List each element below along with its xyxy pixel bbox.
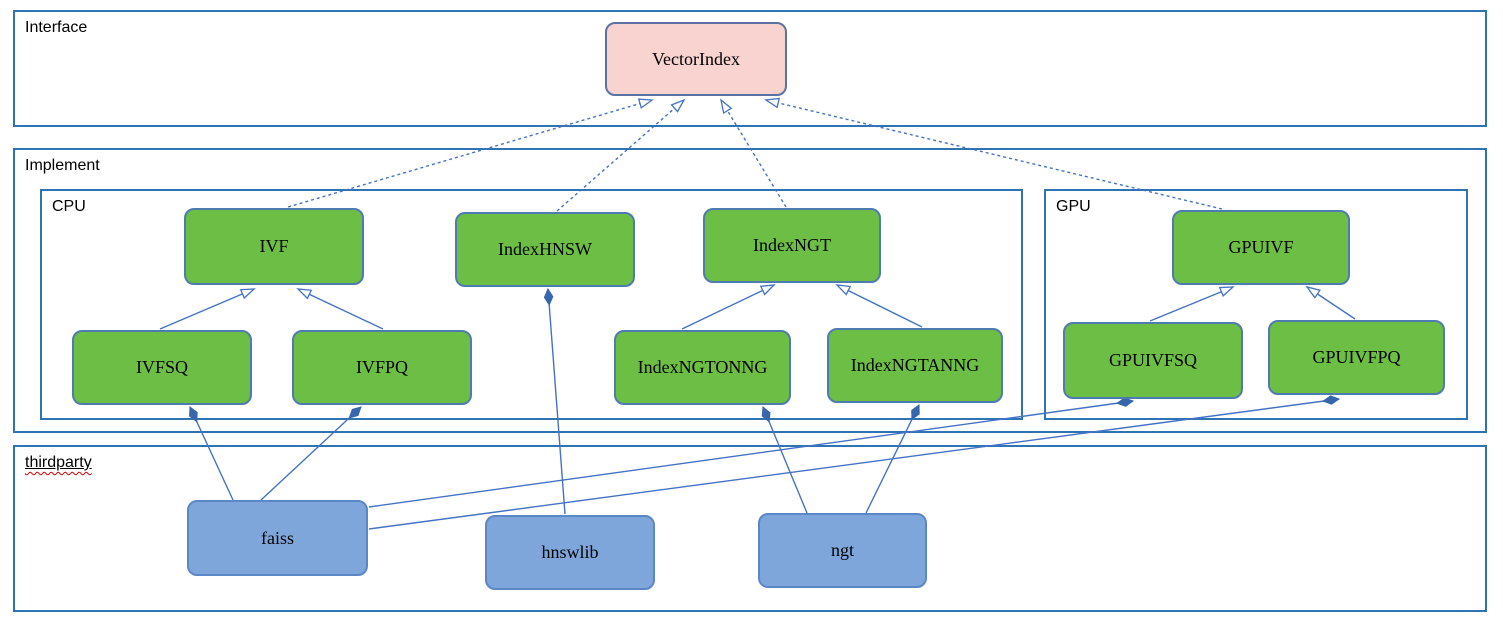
edge-ivfsq-to-ivf bbox=[159, 288, 256, 330]
container-thirdparty-label: thirdparty bbox=[25, 454, 92, 472]
edge-indexngtanng-to-indexngt bbox=[835, 284, 923, 328]
edge-gpuivfsq-to-gpuivf bbox=[1149, 286, 1235, 322]
container-gpu[interactable]: GPU bbox=[1044, 189, 1468, 420]
edge-indexngtonng-to-indexngt bbox=[681, 284, 776, 330]
container-cpu[interactable]: CPU bbox=[40, 189, 1023, 420]
edge-ivfpq-to-ivf bbox=[296, 288, 384, 330]
edge-gpuivfsq-to-faiss bbox=[368, 397, 1135, 508]
edge-indexngtonng-to-ngt bbox=[761, 406, 808, 514]
thirdparty-misspelled-text: thirdparty bbox=[25, 454, 92, 471]
node-indexngt[interactable]: IndexNGT bbox=[703, 208, 881, 283]
node-ngt[interactable]: ngt bbox=[758, 513, 927, 588]
container-gpu-label: GPU bbox=[1056, 198, 1091, 215]
node-vectorindex[interactable]: VectorIndex bbox=[605, 22, 787, 96]
node-label: hnswlib bbox=[541, 542, 599, 562]
node-label: IndexNGTONNG bbox=[637, 357, 768, 377]
node-gpuivfsq[interactable]: GPUIVFSQ bbox=[1063, 322, 1243, 399]
edge-indexhnsw-to-hnswlib bbox=[543, 287, 566, 515]
node-label: GPUIVFPQ bbox=[1312, 347, 1401, 367]
node-label: IndexHNSW bbox=[498, 239, 592, 259]
container-thirdparty[interactable]: thirdparty bbox=[13, 445, 1487, 612]
edge-ivf-to-vectorindex bbox=[287, 98, 654, 208]
node-ivf[interactable]: IVF bbox=[184, 208, 364, 285]
node-gpuivfpq[interactable]: GPUIVFPQ bbox=[1268, 320, 1445, 395]
container-implement-label: Implement bbox=[25, 157, 100, 174]
node-label: VectorIndex bbox=[652, 48, 740, 69]
node-gpuivf[interactable]: GPUIVF bbox=[1172, 210, 1350, 285]
node-faiss[interactable]: faiss bbox=[187, 500, 368, 576]
container-cpu-label: CPU bbox=[52, 198, 86, 215]
node-indexhnsw[interactable]: IndexHNSW bbox=[455, 212, 635, 287]
node-label: GPUIVFSQ bbox=[1108, 350, 1198, 370]
edge-ivfpq-to-faiss bbox=[260, 406, 362, 501]
node-label: IVFSQ bbox=[135, 357, 188, 377]
container-interface[interactable]: Interface bbox=[13, 10, 1487, 127]
edge-gpuivf-to-vectorindex bbox=[764, 97, 1223, 210]
node-label: IVFPQ bbox=[355, 357, 408, 377]
node-indexngtonng[interactable]: IndexNGTONNG bbox=[614, 330, 791, 405]
container-interface-label: Interface bbox=[25, 19, 88, 36]
edge-ivfsq-to-faiss bbox=[189, 406, 234, 501]
node-label: ngt bbox=[830, 540, 854, 560]
node-ivfsq[interactable]: IVFSQ bbox=[72, 330, 252, 405]
node-label: IndexNGTANNG bbox=[850, 355, 980, 375]
edge-gpuivfpq-to-faiss bbox=[368, 395, 1341, 530]
node-ivfpq[interactable]: IVFPQ bbox=[292, 330, 472, 405]
node-label: IndexNGT bbox=[753, 235, 831, 255]
node-hnswlib[interactable]: hnswlib bbox=[485, 515, 655, 590]
edge-indexngt-to-vectorindex bbox=[720, 98, 787, 208]
edge-indexhnsw-to-vectorindex bbox=[556, 98, 686, 212]
node-label: faiss bbox=[261, 527, 294, 548]
node-label: GPUIVF bbox=[1228, 237, 1294, 257]
node-label: IVF bbox=[259, 236, 289, 256]
node-indexngtanng[interactable]: IndexNGTANNG bbox=[827, 328, 1003, 403]
edge-gpuivfpq-to-gpuivf bbox=[1305, 285, 1356, 320]
